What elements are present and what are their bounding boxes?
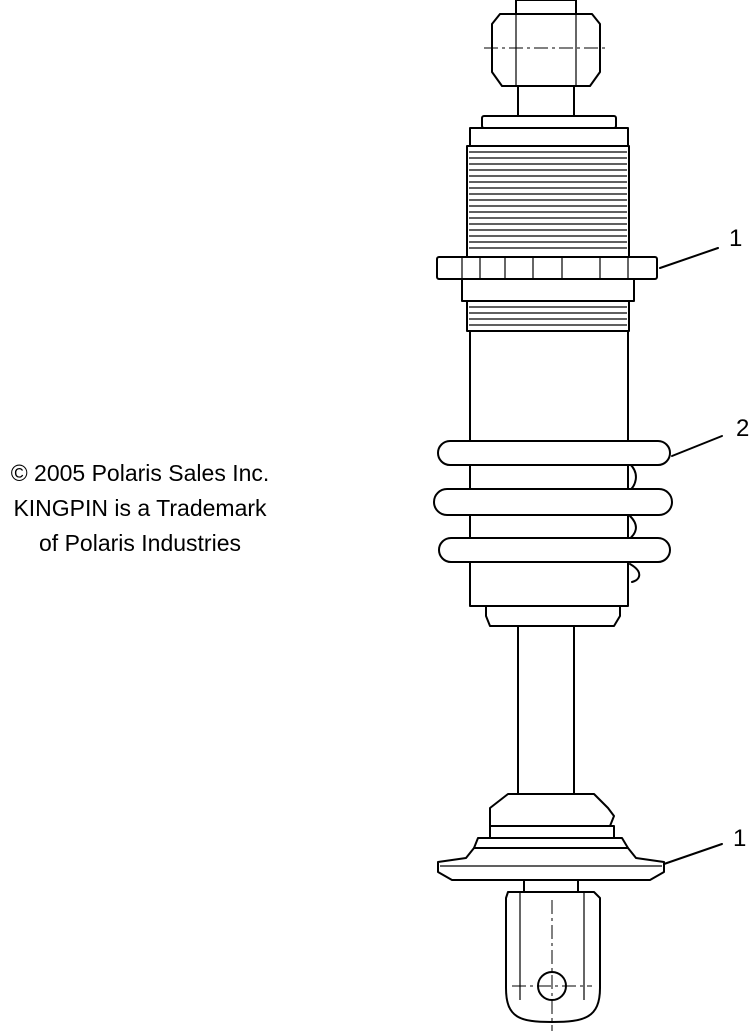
copyright-notice: © 2005 Polaris Sales Inc. KINGPIN is a T… [0,456,280,561]
leader-line-upper-1 [659,247,719,269]
piston-rod [517,625,575,795]
bump-stop [473,793,629,849]
top-eyelet-mount [484,0,605,117]
lower-clevis [505,879,601,1031]
callout-label-2: 2 [736,415,750,442]
threaded-body-lower [466,300,630,332]
top-cap [469,115,629,147]
copyright-line-3: of Polaris Industries [39,530,241,556]
coil-spring [433,440,673,583]
leader-line-lower-1 [663,843,723,865]
callout-label-lower-1: 1 [733,825,747,852]
leader-line-2 [671,435,723,457]
threaded-body-upper [466,145,630,259]
adjuster-nut [436,256,658,302]
copyright-line-2: KINGPIN is a Trademark [13,495,267,521]
lower-spring-seat [437,847,665,881]
copyright-line-1: © 2005 Polaris Sales Inc. [10,460,270,486]
callout-label-upper-1: 1 [729,225,743,252]
shock-body-cylinder [469,330,629,627]
